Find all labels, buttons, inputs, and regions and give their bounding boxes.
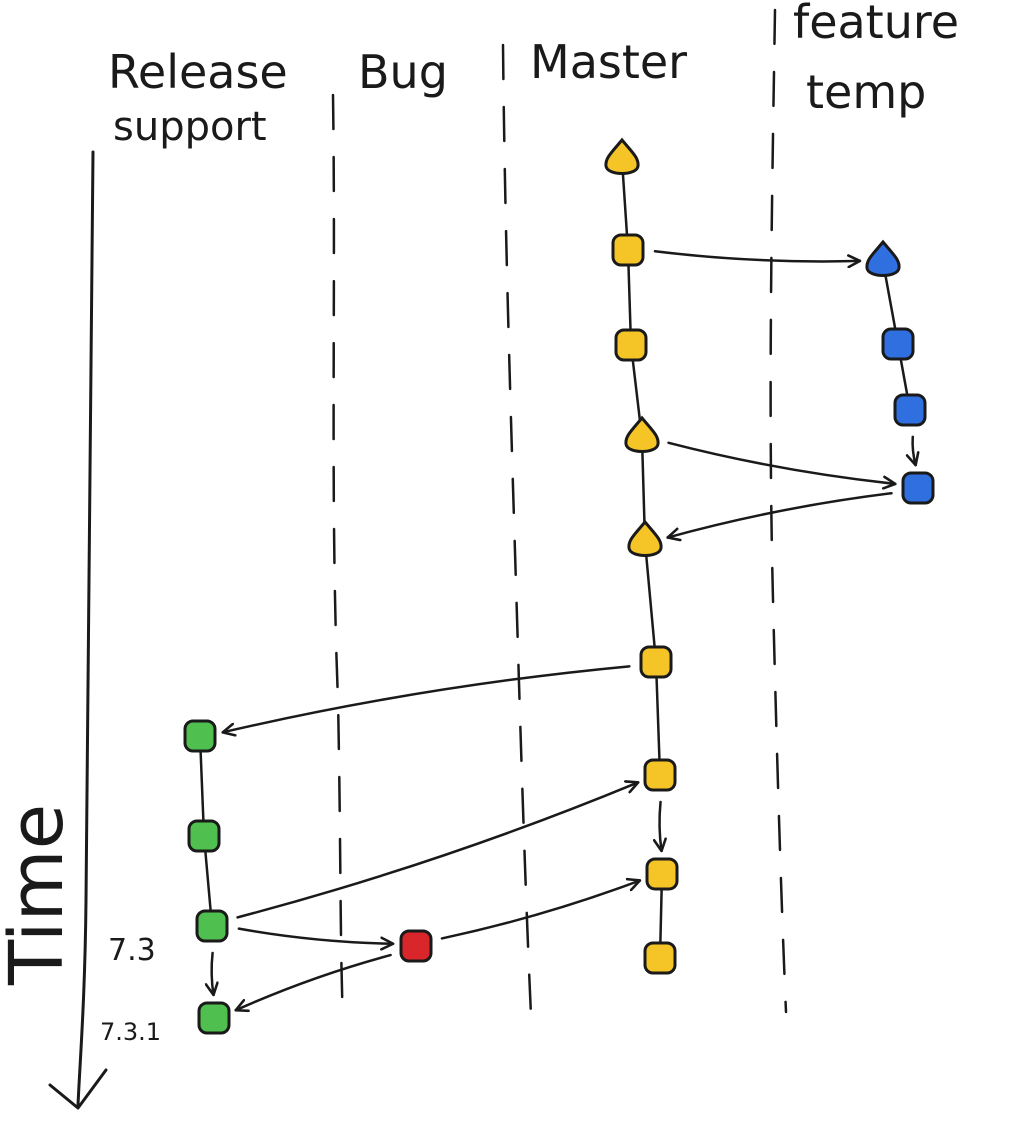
commit-release-r3 bbox=[195, 909, 229, 943]
commit-master-m4 bbox=[624, 415, 660, 453]
commit-nodes bbox=[183, 137, 935, 1035]
lane-labels: Release support Bug Master feature temp bbox=[108, 0, 959, 150]
separator-bug-master bbox=[501, 43, 533, 1017]
commit-feature-f3 bbox=[893, 393, 927, 427]
commit-master-m6 bbox=[639, 645, 673, 679]
separator-master-feature bbox=[769, 8, 788, 1014]
merge-arrow-b1-to-r4 bbox=[236, 953, 392, 1010]
merge-arrow-r3-to-m7 bbox=[236, 782, 639, 919]
merge-arrow-m2-to-f1 bbox=[653, 250, 860, 261]
merge-arrow-r3-to-b1 bbox=[237, 927, 393, 944]
commit-link-m1-m2 bbox=[621, 173, 629, 237]
merge-arrow-f4-to-m5 bbox=[668, 491, 893, 537]
time-axis-arrowhead bbox=[48, 1068, 108, 1110]
commit-link-r2-r3 bbox=[204, 849, 212, 913]
version-tags: 7.3 7.3.1 bbox=[100, 933, 161, 1046]
commit-feature-f4 bbox=[901, 471, 935, 505]
commit-link-m5-m6 bbox=[645, 555, 656, 649]
merge-arrow-m4-to-f4 bbox=[667, 441, 896, 484]
commit-link-f2-f3 bbox=[899, 357, 909, 397]
time-label: Time bbox=[0, 804, 80, 986]
commit-link-f1-f2 bbox=[884, 275, 897, 331]
lane-label-feature-line2: temp bbox=[806, 65, 926, 119]
commit-master-m3 bbox=[614, 328, 648, 362]
commit-master-m2 bbox=[611, 233, 645, 267]
merge-arrow-b1-to-m8 bbox=[440, 880, 640, 940]
commit-link-r1-r2 bbox=[199, 749, 205, 823]
commit-link-m8-m9 bbox=[659, 887, 663, 945]
merge-arrow-f3-to-f4 bbox=[913, 435, 916, 465]
merge-arrow-m7-to-m8 bbox=[660, 800, 662, 851]
time-axis: Time bbox=[0, 150, 108, 1110]
commit-feature-f1 bbox=[865, 239, 901, 277]
commit-master-m8 bbox=[645, 857, 679, 891]
commit-master-m1 bbox=[604, 137, 640, 175]
commit-master-m9 bbox=[643, 941, 677, 975]
commit-release-r1 bbox=[183, 719, 217, 753]
commit-release-r2 bbox=[187, 819, 221, 853]
merge-arrow-r3-to-r4 bbox=[212, 951, 214, 995]
commit-release-r4 bbox=[197, 1001, 231, 1035]
merge-arrow-m6-to-r1 bbox=[223, 665, 631, 732]
lane-label-feature: feature bbox=[793, 0, 959, 49]
commit-link-m6-m7 bbox=[655, 675, 661, 762]
commit-bug-b1 bbox=[399, 929, 433, 963]
lane-label-release: Release bbox=[108, 45, 288, 99]
commit-link-m3-m4 bbox=[631, 358, 642, 425]
commit-edges bbox=[199, 173, 916, 1010]
lane-label-bug: Bug bbox=[358, 45, 448, 99]
separator-release-bug bbox=[331, 93, 345, 1022]
lane-separators bbox=[331, 8, 788, 1022]
lane-label-release-line2: support bbox=[113, 104, 267, 150]
commit-feature-f2 bbox=[881, 327, 915, 361]
commit-link-m2-m3 bbox=[627, 263, 632, 332]
commit-link-m4-m5 bbox=[641, 451, 646, 529]
lane-label-master: Master bbox=[530, 35, 687, 89]
time-axis-line bbox=[76, 150, 95, 1107]
tag-7-3-1: 7.3.1 bbox=[100, 1018, 161, 1046]
commit-master-m5 bbox=[627, 519, 663, 557]
commit-master-m7 bbox=[643, 758, 677, 792]
tag-7-3: 7.3 bbox=[108, 933, 156, 968]
